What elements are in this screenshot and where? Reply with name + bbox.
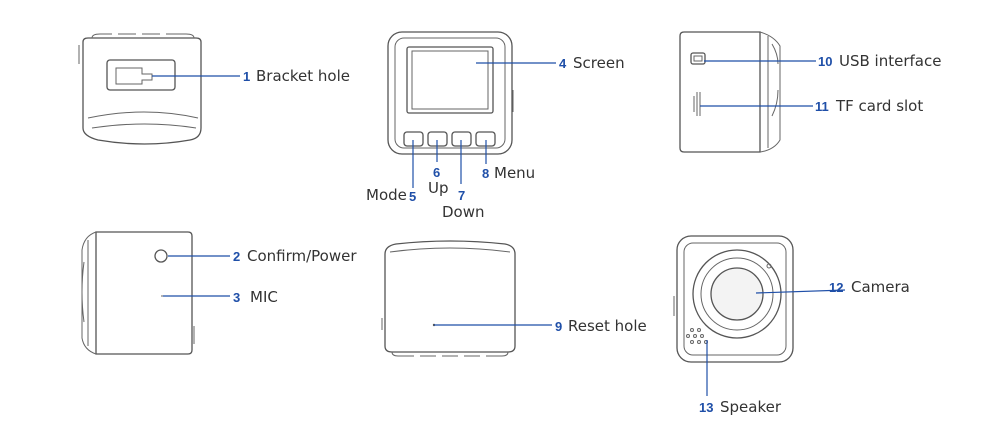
callout-label-mode: Mode [366,186,407,204]
callout-label-menu: Menu [494,164,535,182]
device-view-side-ports [679,31,781,153]
callout-7: 7 Down [442,188,485,221]
callout-number: 4 [559,56,567,71]
callout-6: 6 Up [428,165,449,197]
usb-port-shape [690,52,706,65]
callout-number: 11 [815,99,829,114]
device-view-bottom [78,33,202,145]
callout-3: 3 MIC [233,288,278,306]
callout-8: 8 Menu [482,164,535,182]
callout-number: 3 [233,290,240,305]
callout-number: 7 [458,188,465,203]
device-view-top [381,240,516,357]
callout-label-camera: Camera [851,278,910,296]
callout-label-confirm-power: Confirm/Power [247,247,357,265]
callout-number: 2 [233,249,240,264]
callout-12: 12 Camera [829,278,910,296]
callout-number: 1 [243,69,250,84]
camera-lens-shape [710,267,764,321]
callout-number: 12 [829,280,843,295]
screen-panel [406,46,494,114]
callout-label-speaker: Speaker [720,398,782,416]
callout-label-mic: MIC [250,288,278,306]
callout-4: 4 Screen [559,54,625,72]
callout-9: 9 Reset hole [555,317,647,335]
bracket-mount-plate [106,59,176,91]
device-view-back [673,235,794,363]
callout-number: 6 [433,165,440,180]
power-button-shape [154,249,168,263]
callout-number: 9 [555,319,562,334]
callout-number: 13 [699,400,713,415]
callout-label-reset-hole: Reset hole [568,317,647,335]
callout-label-usb-interface: USB interface [839,52,941,70]
callout-label-bracket-hole: Bracket hole [256,67,350,85]
callout-5: Mode 5 [366,186,416,204]
device-view-side-controls [81,231,195,355]
callout-label-up: Up [428,179,449,197]
callout-2: 2 Confirm/Power [233,247,357,265]
callout-label-tf-card-slot: TF card slot [835,97,923,115]
callout-11: 11 TF card slot [815,97,923,115]
callout-number: 8 [482,166,489,181]
callout-number: 5 [409,189,416,204]
tf-slot-shape [693,92,701,116]
callout-label-screen: Screen [573,54,625,72]
device-view-front [387,31,514,155]
callout-13: 13 Speaker [699,398,782,416]
bracket-hole-slot [115,67,153,85]
leader-line-12 [755,289,846,294]
callout-10: 10 USB interface [818,52,941,70]
leader-lines [152,60,846,396]
callout-number: 10 [818,54,832,69]
callout-label-down: Down [442,203,485,221]
callout-1: 1 Bracket hole [243,67,350,85]
